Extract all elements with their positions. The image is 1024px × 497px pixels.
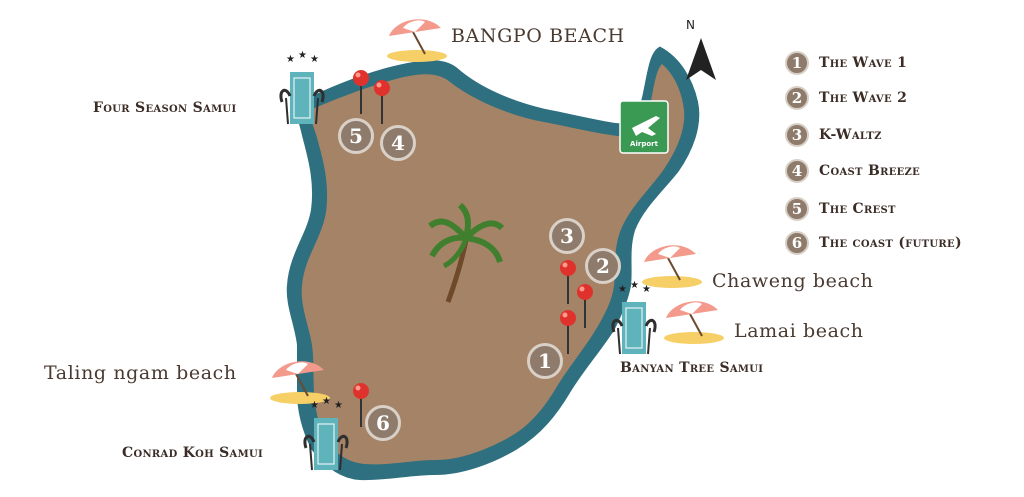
location-pins [353, 70, 593, 427]
legend-number: 3 [785, 123, 809, 147]
map-marker-2[interactable]: 2 [585, 248, 621, 284]
north-label: N [686, 18, 695, 32]
legend-item: 1 The Wave 1 [785, 48, 907, 78]
map-marker-5[interactable]: 5 [338, 118, 374, 154]
svg-text:★: ★ [310, 400, 319, 411]
island-land [301, 64, 685, 465]
svg-text:★: ★ [642, 284, 651, 295]
legend-label: The Wave 1 [819, 55, 908, 71]
hotel-label-conrad: Conrad Koh Samui [122, 445, 263, 461]
north-arrow-icon [686, 38, 716, 80]
beach-label-bangpo: BANGPO BEACH [451, 25, 625, 47]
beach-umbrella-icon [387, 19, 447, 62]
airport-sign [619, 100, 669, 154]
legend-label: The Crest [819, 201, 896, 217]
airplane-icon [632, 116, 660, 136]
beach-label-chaweng: Chaweng beach [712, 270, 874, 292]
legend-label: Coast Breeze [819, 163, 921, 179]
legend-item: 3 K-Waltz [785, 120, 882, 150]
pin-icon [577, 284, 593, 328]
legend-number: 4 [785, 159, 809, 183]
hotel-label-banyan-tree: Banyan Tree Samui [620, 360, 764, 376]
map-marker-1[interactable]: 1 [527, 343, 563, 379]
map-marker-6[interactable]: 6 [365, 405, 401, 441]
hotel-label-four-season: Four Season Samui [93, 100, 237, 116]
svg-text:★: ★ [322, 396, 331, 407]
legend-number: 5 [785, 197, 809, 221]
svg-text:★: ★ [298, 50, 307, 61]
legend-item: 6 The coast (future) [785, 228, 962, 258]
legend-item: 4 Coast Breeze [785, 156, 920, 186]
legend-item: 2 The Wave 2 [785, 83, 907, 113]
compass: N [686, 18, 695, 32]
legend-label: The coast (future) [819, 235, 962, 251]
beach-label-lamai: Lamai beach [734, 320, 864, 342]
svg-text:★: ★ [618, 284, 627, 295]
hotel-icon: ★★★ [611, 280, 657, 355]
map-marker-4[interactable]: 4 [380, 125, 416, 161]
legend-number: 2 [785, 86, 809, 110]
map-marker-3[interactable]: 3 [549, 218, 585, 254]
legend-label: K-Waltz [819, 127, 882, 143]
legend-label: The Wave 2 [819, 90, 908, 106]
hotel-icon: ★★★ [279, 50, 325, 125]
svg-text:★: ★ [310, 54, 319, 65]
pin-icon [374, 80, 390, 124]
svg-text:★: ★ [286, 54, 295, 65]
legend-number: 1 [785, 51, 809, 75]
palm-tree-icon [428, 202, 505, 303]
beach-umbrella-icon [270, 361, 330, 404]
pin-icon [353, 70, 369, 114]
hotel-icon: ★★★ [303, 396, 349, 471]
legend-number: 6 [785, 231, 809, 255]
beach-label-taling-ngam: Taling ngam beach [44, 362, 237, 384]
pin-icon [560, 310, 576, 354]
svg-text:★: ★ [334, 400, 343, 411]
pin-icon [560, 260, 576, 304]
beach-umbrella-icon [664, 301, 724, 344]
beach-umbrella-icon [642, 245, 702, 288]
pin-icon [353, 383, 369, 427]
airport-label: Airport [630, 140, 658, 148]
svg-text:★: ★ [630, 280, 639, 291]
legend-item: 5 The Crest [785, 194, 896, 224]
